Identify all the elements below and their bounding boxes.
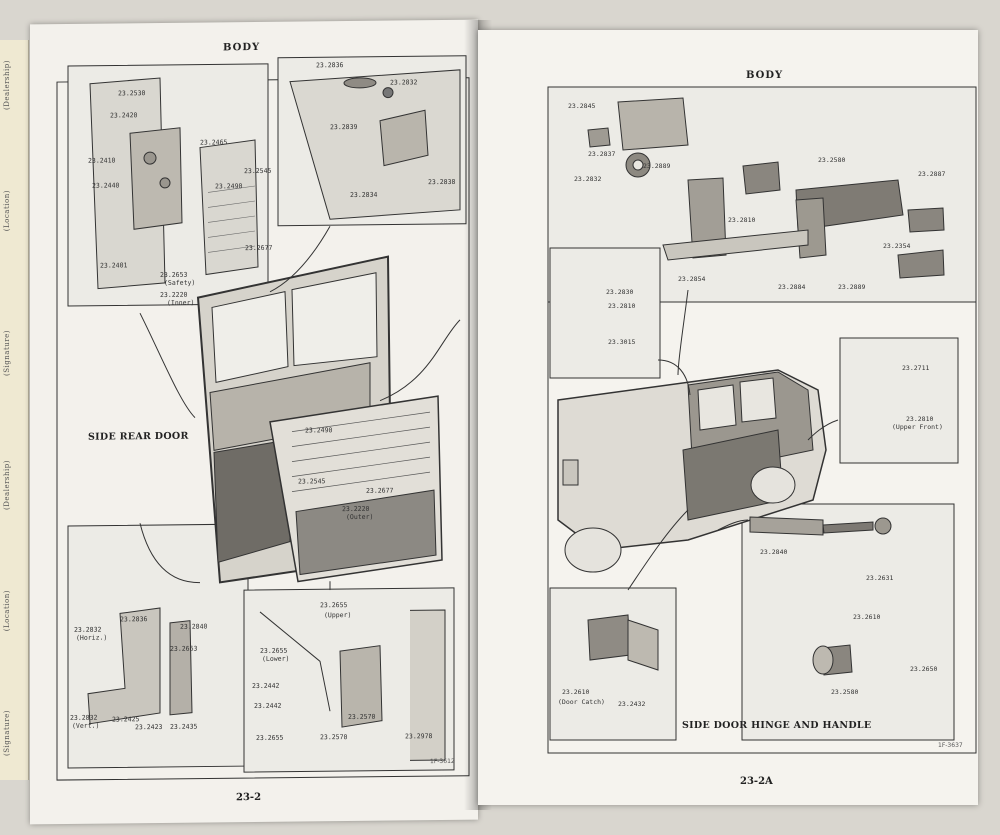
part-label: 23.2423 bbox=[135, 722, 163, 732]
part-label: 23.2840 bbox=[760, 548, 788, 556]
part-label: 23.2663 bbox=[170, 644, 198, 653]
part-label: 23.2711 bbox=[902, 364, 930, 372]
page-number: 23-2 bbox=[236, 791, 262, 804]
part-label: 23.2650 bbox=[910, 665, 938, 673]
part-label: (Vert.) bbox=[72, 721, 100, 730]
side-door-hinge-illustration bbox=[547, 86, 977, 754]
index-tabs: (Dealership) (Location) (Signature) (Dea… bbox=[0, 40, 29, 780]
part-label: 23.2889 bbox=[643, 162, 671, 170]
part-label: 23.2610 bbox=[562, 688, 590, 696]
part-label: 23.2845 bbox=[568, 102, 596, 110]
part-label: 23.2854 bbox=[678, 275, 706, 283]
part-label: 23.3015 bbox=[608, 338, 636, 346]
tab-label: (Signature) bbox=[3, 330, 11, 376]
part-label: 23.2889 bbox=[838, 283, 866, 291]
part-label: 23.2655 bbox=[320, 601, 348, 610]
part-label: 23.2838 bbox=[428, 177, 456, 187]
part-label: 23.2442 bbox=[254, 701, 282, 710]
part-label: (Safety) bbox=[164, 278, 196, 287]
part-label: 23.2410 bbox=[88, 156, 116, 165]
tab-label: (Dealership) bbox=[3, 60, 11, 110]
part-label: 23.2490 bbox=[305, 426, 333, 435]
left-page: BODY bbox=[30, 19, 478, 825]
part-label: 23.2677 bbox=[245, 243, 273, 253]
part-label: (Upper) bbox=[324, 610, 352, 620]
part-label: 23.2836 bbox=[120, 615, 148, 624]
part-label: 23.2810 bbox=[728, 216, 756, 224]
part-label: 23.2677 bbox=[366, 486, 394, 495]
part-label: 23.2465 bbox=[200, 138, 228, 147]
part-label: 23.2545 bbox=[244, 166, 272, 176]
part-label: 23.2570 bbox=[320, 733, 348, 742]
part-label: 23.2420 bbox=[110, 111, 138, 120]
figure-code: 1F-3637 bbox=[938, 742, 963, 749]
part-label: 23.2837 bbox=[588, 150, 616, 158]
part-label: 23.2432 bbox=[618, 700, 646, 708]
part-label: (Door Catch) bbox=[558, 698, 605, 706]
part-label: (Upper Front) bbox=[892, 423, 943, 431]
part-label: 23.2580 bbox=[818, 156, 846, 164]
figure-code: 1F-3612 bbox=[430, 757, 455, 766]
part-label: 23.2887 bbox=[918, 170, 946, 178]
part-label: 23.2570 bbox=[348, 712, 376, 722]
part-label: 23.2530 bbox=[118, 89, 146, 98]
part-label: (Horiz.) bbox=[76, 633, 108, 642]
part-label: 23.2545 bbox=[298, 477, 326, 486]
part-label: 23.2810 bbox=[608, 302, 636, 310]
figure-caption: SIDE REAR DOOR bbox=[88, 430, 189, 443]
part-label: 23.2810 bbox=[906, 415, 934, 423]
part-label: 23.2830 bbox=[606, 288, 634, 296]
part-label: 23.2978 bbox=[405, 732, 433, 741]
figure-caption: SIDE DOOR HINGE AND HANDLE bbox=[682, 720, 872, 731]
part-label: (Outer) bbox=[346, 512, 374, 522]
part-label: 23.2631 bbox=[866, 574, 894, 582]
part-label: 23.2834 bbox=[350, 190, 378, 199]
right-page: BODY bbox=[478, 30, 978, 805]
page-number: 23-2A bbox=[740, 776, 773, 787]
part-label: 23.2840 bbox=[180, 622, 208, 631]
part-label: 23.2610 bbox=[853, 613, 881, 621]
part-label: (Inner) bbox=[167, 298, 195, 307]
part-label: 23.2839 bbox=[330, 122, 358, 132]
part-label: 23.2836 bbox=[316, 61, 344, 70]
part-label: 23.2655 bbox=[256, 733, 284, 742]
tab-label: (Location) bbox=[3, 190, 11, 232]
part-label: 23.2440 bbox=[92, 181, 120, 190]
tab-label: (Dealership) bbox=[3, 460, 11, 510]
part-label: 23.2832 bbox=[390, 78, 418, 87]
part-label: (Lower) bbox=[262, 654, 290, 663]
part-label: 23.2442 bbox=[252, 681, 280, 691]
part-label: 23.2884 bbox=[778, 283, 806, 291]
part-label: 23.2832 bbox=[574, 175, 602, 183]
part-label: 23.2832 bbox=[70, 713, 98, 722]
part-label: 23.2435 bbox=[170, 722, 198, 731]
side-rear-door-illustration bbox=[56, 55, 470, 781]
part-label: 23.2354 bbox=[883, 242, 911, 250]
tab-label: (Location) bbox=[3, 590, 11, 632]
part-label: 23.2490 bbox=[215, 182, 243, 191]
page-header: BODY bbox=[746, 70, 784, 81]
part-label: 23.2580 bbox=[831, 688, 859, 696]
part-label: 23.2401 bbox=[100, 261, 128, 270]
tab-label: (Signature) bbox=[3, 710, 11, 756]
